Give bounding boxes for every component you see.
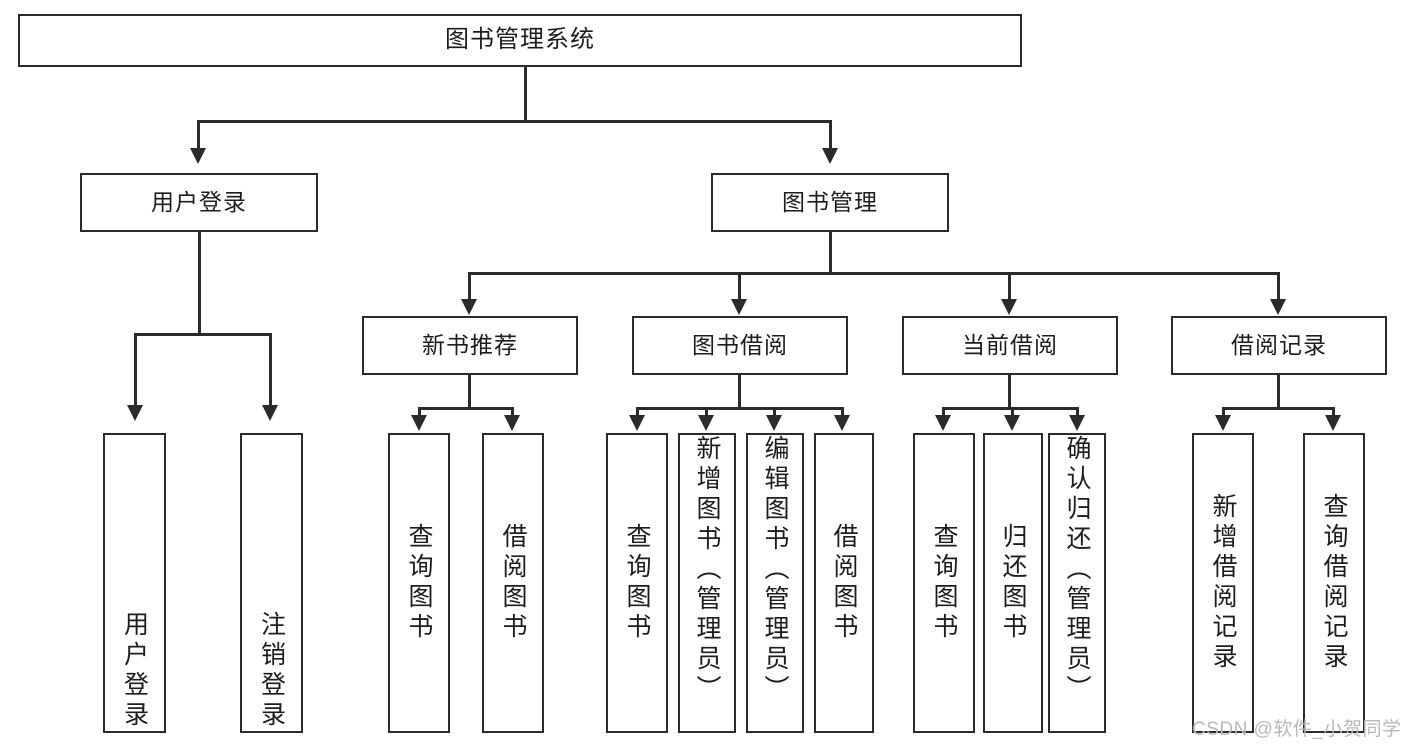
node-label: 编辑图书（管理员）: [761, 435, 789, 705]
leaf-user-login[interactable]: 用户登录: [103, 433, 166, 733]
node-label: 确认归还（管理员）: [1063, 435, 1091, 705]
arrow-book-manage-c3: [1001, 299, 1017, 315]
node-user-login[interactable]: 用户登录: [80, 173, 318, 232]
arrow-new-book-l1: [411, 415, 427, 431]
node-borrow-record[interactable]: 借阅记录: [1171, 316, 1387, 375]
connector-new-book-stem: [468, 375, 471, 410]
connector-book-manage-c1: [468, 272, 471, 301]
connector-current-borrow-stem: [1008, 375, 1011, 410]
node-label: 图书管理系统: [445, 26, 595, 54]
arrow-book-borrow-l1: [629, 415, 645, 431]
node-label: 用户登录: [151, 188, 247, 215]
arrow-user-login-left: [127, 405, 143, 421]
connector-book-manage-bar: [468, 272, 1280, 275]
connector-book-borrow-l4: [841, 407, 844, 417]
connector-book-manage-c2: [738, 272, 741, 301]
arrow-book-borrow-l3: [766, 415, 782, 431]
node-label: 新书推荐: [422, 331, 518, 358]
node-label: 查询图书: [405, 523, 433, 643]
node-label: 借阅图书: [499, 523, 527, 643]
connector-book-borrow-stem: [738, 375, 741, 410]
leaf-add-borrow-record[interactable]: 新增借阅记录: [1192, 433, 1254, 733]
connector-root-to-book-manage: [829, 120, 832, 150]
node-label: 查询借阅记录: [1320, 493, 1348, 673]
node-label: 查询图书: [930, 523, 958, 643]
connector-book-borrow-l2: [705, 407, 708, 417]
connector-root-to-user-login: [197, 120, 200, 150]
node-label: 图书借阅: [692, 331, 788, 358]
connector-book-manage-c3: [1008, 272, 1011, 301]
arrow-new-book-l2: [504, 415, 520, 431]
connector-borrow-record-stem: [1277, 375, 1280, 410]
arrow-root-to-book-manage: [822, 148, 838, 164]
node-label: 图书管理: [782, 188, 878, 215]
arrow-book-manage-c2: [731, 299, 747, 315]
leaf-query-borrow-record[interactable]: 查询借阅记录: [1303, 433, 1365, 733]
node-label: 归还图书: [999, 523, 1027, 643]
connector-root-stem: [524, 67, 527, 122]
connector-user-login-right: [269, 333, 272, 407]
arrow-user-login-right: [262, 405, 278, 421]
node-book-borrow[interactable]: 图书借阅: [632, 316, 848, 375]
arrow-borrow-record-l1: [1215, 415, 1231, 431]
connector-borrow-record-l1: [1222, 407, 1225, 417]
leaf-return-book[interactable]: 归还图书: [983, 433, 1043, 733]
leaf-query-book-current[interactable]: 查询图书: [913, 433, 975, 733]
connector-new-book-l2: [511, 407, 514, 417]
leaf-query-book-new[interactable]: 查询图书: [388, 433, 450, 733]
node-label: 用户登录: [120, 611, 149, 731]
connector-current-borrow-bar: [942, 407, 1079, 410]
node-current-borrow[interactable]: 当前借阅: [902, 316, 1118, 375]
leaf-logout[interactable]: 注销登录: [240, 433, 303, 733]
arrow-current-borrow-l2: [1004, 415, 1020, 431]
connector-borrow-record-l2: [1332, 407, 1335, 417]
leaf-confirm-return-admin[interactable]: 确认归还（管理员）: [1048, 433, 1106, 733]
connector-user-login-left: [134, 333, 137, 407]
node-label: 注销登录: [257, 611, 286, 731]
node-label: 借阅图书: [830, 523, 858, 643]
connector-user-login-stem: [198, 232, 201, 336]
node-new-book-recommend[interactable]: 新书推荐: [362, 316, 578, 375]
connector-new-book-l1: [418, 407, 421, 417]
arrow-book-borrow-l2: [698, 415, 714, 431]
connector-book-manage-c4: [1277, 272, 1280, 301]
node-label: 新增借阅记录: [1209, 493, 1237, 673]
connector-book-manage-stem: [829, 232, 832, 274]
leaf-query-book-borrow[interactable]: 查询图书: [606, 433, 668, 733]
leaf-borrow-book-new[interactable]: 借阅图书: [482, 433, 544, 733]
watermark-text: CSDN @软件_小贺同学: [1192, 719, 1402, 740]
connector-book-borrow-bar: [636, 407, 844, 410]
leaf-add-book-admin[interactable]: 新增图书（管理员）: [678, 433, 736, 733]
connector-root-bar: [197, 120, 831, 123]
connector-current-borrow-l3: [1076, 407, 1079, 417]
leaf-borrow-book[interactable]: 借阅图书: [814, 433, 874, 733]
node-label: 查询图书: [623, 523, 651, 643]
connector-new-book-bar: [418, 407, 514, 410]
arrow-root-to-user-login: [190, 148, 206, 164]
connector-current-borrow-l2: [1011, 407, 1014, 417]
node-label: 借阅记录: [1231, 331, 1327, 358]
arrow-book-borrow-l4: [834, 415, 850, 431]
connector-user-login-bar: [134, 333, 272, 336]
arrow-book-manage-c4: [1270, 299, 1286, 315]
arrow-current-borrow-l3: [1069, 415, 1085, 431]
connector-current-borrow-l1: [942, 407, 945, 417]
connector-book-borrow-l3: [773, 407, 776, 417]
leaf-edit-book-admin[interactable]: 编辑图书（管理员）: [746, 433, 804, 733]
arrow-borrow-record-l2: [1325, 415, 1341, 431]
arrow-book-manage-c1: [461, 299, 477, 315]
node-book-management[interactable]: 图书管理: [711, 173, 949, 232]
connector-book-borrow-l1: [636, 407, 639, 417]
arrow-current-borrow-l1: [935, 415, 951, 431]
node-label: 当前借阅: [962, 331, 1058, 358]
node-root-system[interactable]: 图书管理系统: [18, 14, 1022, 67]
connector-borrow-record-bar: [1222, 407, 1335, 410]
node-label: 新增图书（管理员）: [693, 435, 721, 705]
